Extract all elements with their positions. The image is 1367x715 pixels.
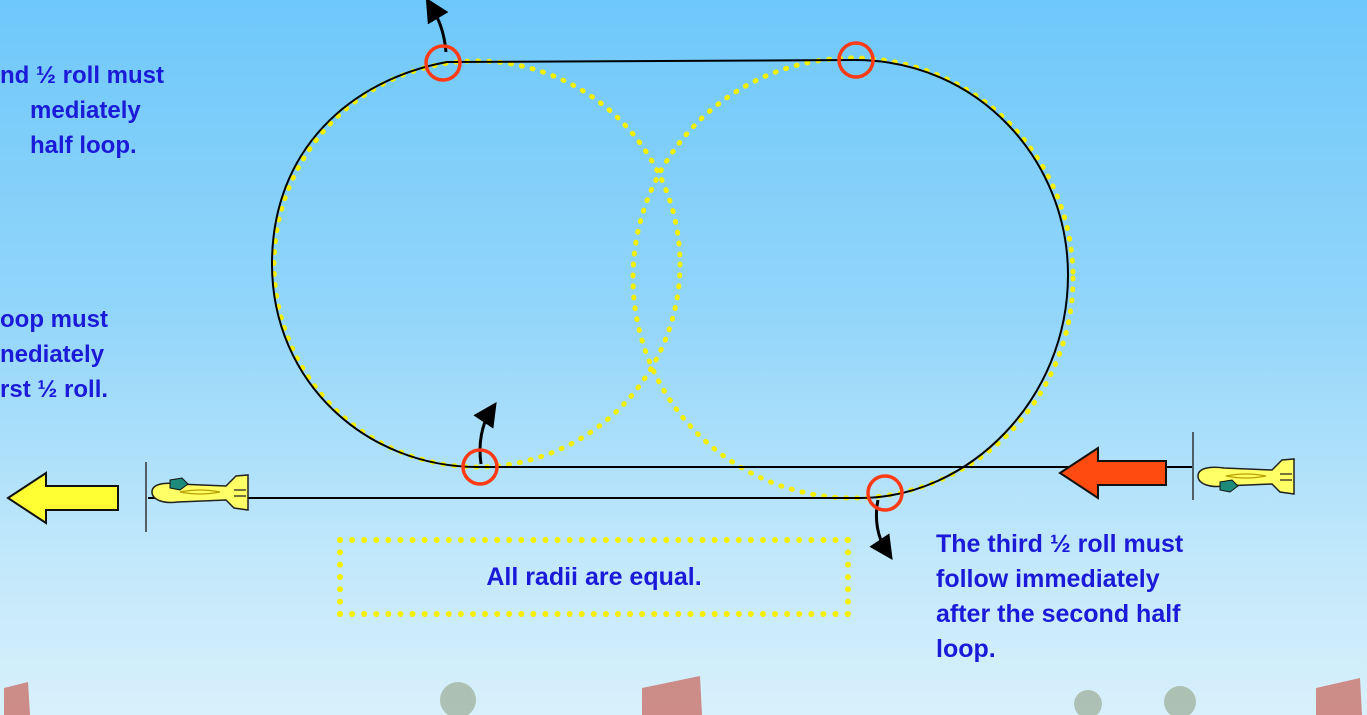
note-line: nd ½ roll must bbox=[0, 62, 165, 89]
flight-path bbox=[148, 58, 1192, 499]
guide-circle-left bbox=[271, 58, 683, 470]
roll-direction-icon bbox=[869, 499, 893, 560]
radii-note-box: All radii are equal. bbox=[337, 537, 851, 617]
note-line: rst ½ roll. bbox=[0, 376, 109, 403]
note-line: The third ½ roll must bbox=[936, 530, 1184, 558]
roll-marker-icon bbox=[866, 474, 904, 512]
note-third-half-roll: The third ½ roll must follow immediately… bbox=[936, 527, 1183, 667]
radii-note: All radii are equal. bbox=[486, 562, 702, 591]
airplane-icon bbox=[1197, 458, 1295, 495]
note-line: nediately bbox=[0, 341, 105, 368]
roll-direction-icon bbox=[473, 402, 497, 465]
note-line: loop. bbox=[936, 635, 996, 663]
note-line: half loop. bbox=[30, 132, 137, 159]
airplane-icon bbox=[151, 474, 249, 511]
note-line: after the second half bbox=[936, 600, 1181, 628]
roll-marker-icon bbox=[461, 448, 499, 486]
scenery bbox=[4, 676, 1362, 715]
entry-arrow-icon bbox=[1058, 446, 1167, 500]
note-line: oop must bbox=[0, 306, 108, 333]
exit-arrow-icon bbox=[6, 471, 119, 525]
roll-marker-icon bbox=[424, 44, 462, 82]
roll-marker-icon bbox=[837, 41, 875, 79]
note-second-half-roll: nd ½ roll must mediately half loop. bbox=[0, 58, 164, 163]
guide-circle-right bbox=[630, 55, 1076, 501]
note-line: mediately bbox=[30, 97, 141, 124]
note-half-loop: oop must nediately rst ½ roll. bbox=[0, 302, 108, 407]
note-line: follow immediately bbox=[936, 565, 1160, 593]
